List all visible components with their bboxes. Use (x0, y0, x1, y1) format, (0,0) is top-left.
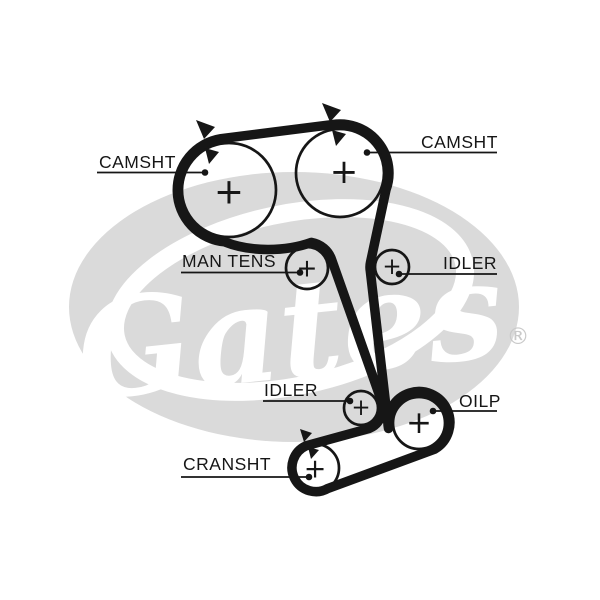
leader-dot (346, 397, 354, 405)
rotation-arrow-icon (196, 120, 215, 139)
rotation-arrow-icon (322, 103, 341, 122)
pulley-crankshaft (289, 442, 341, 494)
pulley-oil-pump (391, 395, 447, 451)
pulley-idler-upper (373, 248, 411, 286)
gates-watermark: Gates ® (69, 172, 530, 442)
label-crankshaft: CRANSHT (183, 454, 271, 474)
leader-dot (363, 149, 371, 156)
label-oil-pump: OILP (459, 391, 501, 411)
cross-crankshaft: + (304, 454, 327, 485)
rotation-arrow-icon (205, 148, 219, 164)
leader-dot (395, 270, 403, 278)
pulley-idler-lower (342, 389, 380, 427)
callout-man-tens: MAN TENS (181, 251, 304, 276)
pulleys: + + + + + + + (180, 127, 447, 494)
leader-dot (429, 407, 437, 415)
registered-trademark-icon: ® (507, 324, 530, 350)
pulley-man-tens (284, 245, 330, 291)
leader-dot (201, 169, 209, 176)
cross-camshaft-left: + (214, 172, 244, 213)
rotation-arrows (196, 103, 346, 459)
leader-dot (305, 473, 313, 481)
cross-camshaft-right: + (330, 152, 359, 192)
label-idler-lower: IDLER (264, 380, 318, 400)
label-camshaft-left: CAMSHT (99, 152, 176, 172)
cross-man-tens: + (297, 254, 318, 283)
rotation-arrow-icon (308, 447, 319, 459)
pulley-camshaft-left (180, 141, 278, 239)
timing-belt-path (172, 119, 455, 497)
callout-oil-pump: OILP (429, 391, 501, 415)
callouts: CAMSHT CAMSHT MAN TENS IDLER IDLER OILP (97, 132, 501, 481)
label-camshaft-right: CAMSHT (421, 132, 498, 152)
label-idler-upper: IDLER (443, 253, 497, 273)
callout-camshaft-left: CAMSHT (97, 152, 209, 176)
callout-camshaft-right: CAMSHT (363, 132, 498, 156)
watermark-swash-ring (105, 199, 475, 401)
rotation-arrow-icon (332, 130, 346, 146)
callout-idler-lower: IDLER (263, 380, 354, 405)
cross-oil-pump: + (406, 405, 432, 441)
label-man-tens: MAN TENS (182, 251, 276, 271)
callout-crankshaft: CRANSHT (181, 454, 313, 481)
leader-dot (296, 269, 304, 276)
pulley-camshaft-right (294, 127, 386, 219)
cross-idler-lower: + (351, 395, 370, 421)
callout-idler-upper: IDLER (395, 253, 497, 278)
rotation-arrow-icon (300, 429, 312, 442)
